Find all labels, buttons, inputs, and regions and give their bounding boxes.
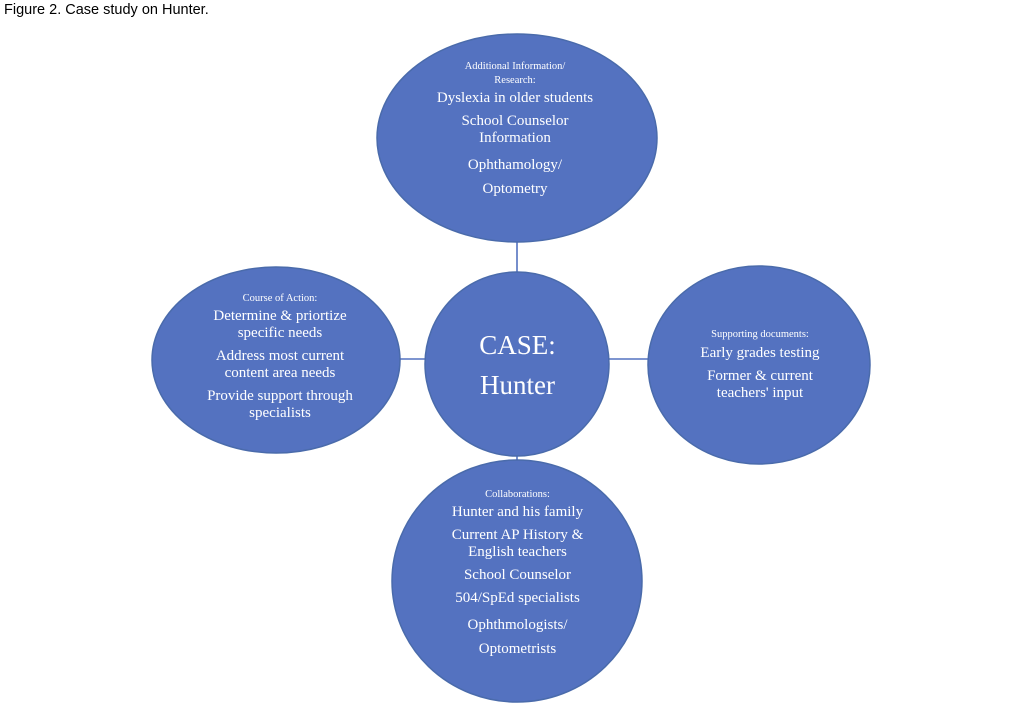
top-node-item: Dyslexia in older students (436, 89, 594, 106)
top-node-circle (376, 33, 658, 243)
bottom-node-heading: Collaborations: (485, 489, 550, 500)
bottom-node-item: Hunter and his family (451, 504, 584, 520)
left-node-item: Provide support through specialists (207, 388, 353, 421)
bottom-node-circle (391, 459, 643, 703)
top-node-item: Ophthamology/ Optometry (467, 156, 563, 197)
bottom-node-text: Collaborations: Hunter and his family Cu… (410, 482, 625, 667)
top-node-heading-line1: Additional Information/ (464, 60, 566, 72)
left-node-circle (151, 266, 401, 454)
center-node-title-line1: CASE: (479, 330, 556, 360)
bottom-node-item: Current AP History & English teachers (451, 527, 584, 560)
left-node-text: Course of Action: Determine & priortize … (170, 282, 390, 432)
top-node-heading-line2: Research: (494, 74, 536, 86)
center-node-text: CASE: Hunter (440, 315, 595, 415)
bottom-node-item: School Counselor (463, 567, 572, 583)
bottom-node-item: Ophthmologists/ Optometrists (467, 617, 568, 657)
right-node-item: Former & current teachers' input (707, 368, 813, 401)
right-node-circle (647, 265, 871, 465)
right-node-text: Supporting documents: Early grades testi… (660, 310, 860, 420)
top-node-item: School Counselor Information (461, 112, 569, 146)
left-node-item: Determine & priortize specific needs (213, 308, 347, 341)
right-node-heading: Supporting documents: (711, 329, 809, 340)
top-node-text: Additional Information/ Research: Dyslex… (400, 50, 630, 210)
right-node-item: Early grades testing (700, 345, 820, 361)
left-node-heading: Course of Action: (242, 293, 318, 304)
center-node-title-line2: Hunter (480, 370, 555, 400)
bottom-node-item: 504/SpEd specialists (455, 590, 580, 606)
left-node-item: Address most current content area needs (215, 348, 345, 381)
center-node-circle (424, 271, 610, 457)
figure-caption: Figure 2. Case study on Hunter. (4, 2, 209, 18)
